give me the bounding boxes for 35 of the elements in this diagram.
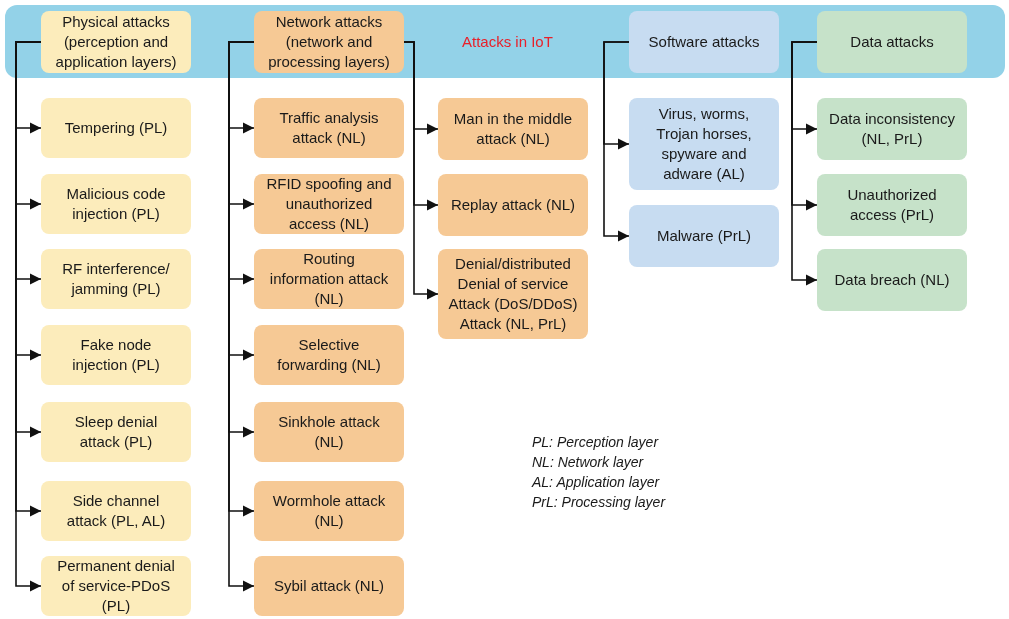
category-box: Physical attacks (perception and application layers) [41,11,191,73]
attack-box: Malware (PrL) [629,205,779,267]
connector-arrow [603,41,630,242]
attack-box: Side channel attack (PL, AL) [41,481,191,541]
category-box: Software attacks [629,11,779,73]
connector-arrow [403,41,439,300]
category-box: Data attacks [817,11,967,73]
connector-arrow [791,41,818,286]
attack-box: Permanent denial of service-PDoS (PL) [41,556,191,616]
attack-box: Man in the middle attack (NL) [438,98,588,160]
legend-note: PrL: Processing layer [532,493,666,512]
attack-box: Sinkhole attack (NL) [254,402,404,462]
category-box: Network attacks (network and processing layers) [254,11,404,73]
attack-box: Sybil attack (NL) [254,556,404,616]
attack-box: Data inconsistency (NL, PrL) [817,98,967,160]
attack-box: Traffic analysis attack (NL) [254,98,404,158]
legend-note: PL: Perception layer [532,433,660,452]
attack-box: RFID spoofing and unauthorized access (NL) [254,174,404,234]
attack-box: Replay attack (NL) [438,174,588,236]
legend-note: AL: Application layer [532,473,661,492]
legend-note: NL: Network layer [532,453,645,472]
attack-box: Selective forwarding (NL) [254,325,404,385]
attack-box: Data breach (NL) [817,249,967,311]
attack-box: Malicious code injection (PL) [41,174,191,234]
band-label: Attacks in IoT [462,33,553,52]
attack-box: Unauthorized access (PrL) [817,174,967,236]
title-band [5,5,1005,78]
attack-box: RF interference/ jamming (PL) [41,249,191,309]
attack-box: Tempering (PL) [41,98,191,158]
attack-box: Wormhole attack (NL) [254,481,404,541]
attack-box: Sleep denial attack (PL) [41,402,191,462]
attack-box: Routing information attack (NL) [254,249,404,309]
attack-box: Virus, worms, Trojan horses, spyware and adware (AL) [629,98,779,190]
attack-box: Fake node injection (PL) [41,325,191,385]
attack-box: Denial/distributed Denial of service Attack (DoS/DDoS) Attack (NL, PrL) [438,249,588,339]
